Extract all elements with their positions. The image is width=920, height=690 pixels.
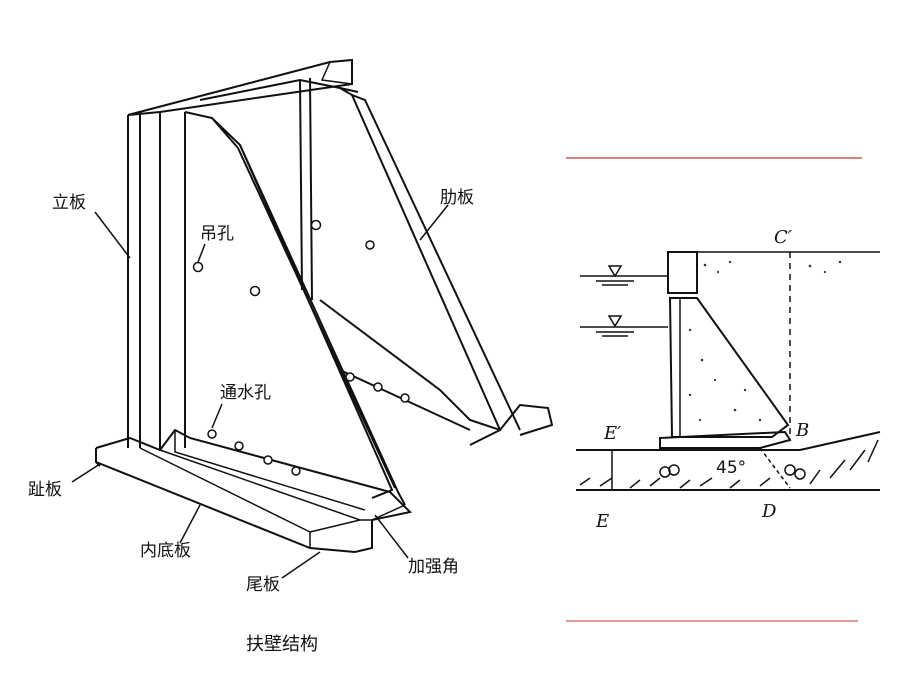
drain-hole-7 <box>400 393 410 403</box>
drain-hole-6 <box>373 382 383 392</box>
drain-hole-3 <box>263 455 273 465</box>
label-lei-ban: 肋板 <box>440 188 474 208</box>
lifting-hole-2 <box>249 285 261 297</box>
drain-hole-4 <box>291 466 301 476</box>
point-e-prime: E′ <box>603 423 621 444</box>
drain-hole-5 <box>345 372 355 382</box>
angle-label: 45° <box>716 458 746 478</box>
label-jia-qiang-jiao: 加强角 <box>408 557 459 577</box>
point-b: B <box>795 420 809 441</box>
label-zhi-ban: 趾板 <box>28 480 62 500</box>
point-d: D <box>761 501 777 522</box>
wall-cross-section <box>576 251 881 491</box>
point-c-prime: C′ <box>774 227 792 248</box>
lifting-hole-1 <box>192 261 204 273</box>
drain-hole-2 <box>234 441 244 451</box>
drain-hole-1 <box>207 429 217 439</box>
figure-caption: 扶壁结构 <box>246 634 318 655</box>
label-li-ban: 立板 <box>52 193 86 213</box>
label-nei-di-ban: 内底板 <box>140 541 191 561</box>
label-tong-shui-kong: 通水孔 <box>220 383 271 403</box>
point-e: E <box>595 511 609 532</box>
lifting-hole-3 <box>310 219 322 231</box>
label-diao-kong: 吊孔 <box>200 224 234 244</box>
lifting-hole-4 <box>365 240 375 250</box>
label-wei-ban: 尾板 <box>246 575 280 595</box>
counterfort-wall-drawing <box>71 58 554 579</box>
